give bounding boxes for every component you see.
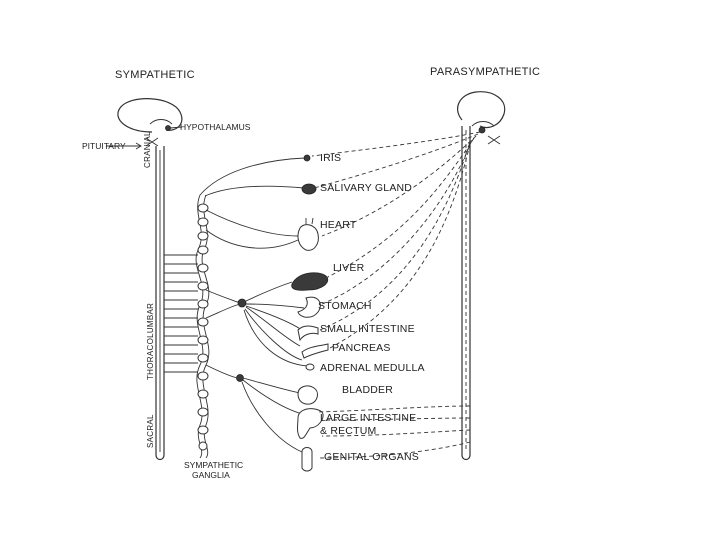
organ-label-genital-organs: GENITAL ORGANS <box>324 451 419 463</box>
organ-label-rectum: & RECTUM <box>320 425 376 437</box>
ganglia-label-line1: SYMPATHETIC <box>184 460 243 470</box>
sympathetic-fibers <box>199 157 309 453</box>
parasympathetic-brain-outline <box>457 91 506 145</box>
adrenal-medulla-shape <box>305 363 315 371</box>
organ-shapes <box>291 154 329 472</box>
stomach-shape <box>297 296 321 318</box>
parasympathetic-cranial-nucleus <box>478 126 486 134</box>
sympathetic-heading: SYMPATHETIC <box>115 69 195 81</box>
organ-label-small-intestine: SMALL INTESTINE <box>320 323 415 335</box>
thoracolumbar-label: THORACOLUMBAR <box>146 303 155 380</box>
hypothalamus-label: HYPOTHALAMUS <box>180 122 251 132</box>
bladder-shape <box>297 385 318 405</box>
hypothalamus-pointer <box>169 126 183 129</box>
organ-label-salivary-gland: SALIVARY GLAND <box>320 182 412 194</box>
hypothalamus-node <box>165 125 171 131</box>
celiac-ganglion-node <box>237 298 247 308</box>
pituitary-marker <box>106 137 159 150</box>
organ-label-adrenal-medulla: ADRENAL MEDULLA <box>320 362 425 374</box>
sympathetic-brain-outline <box>117 98 183 133</box>
organ-label-bladder: BLADDER <box>342 384 393 396</box>
organ-label-liver: LIVER <box>333 262 365 274</box>
thoracolumbar-connections <box>164 254 198 373</box>
parasympathetic-heading: PARASYMPATHETIC <box>430 66 540 78</box>
pancreas-shape <box>301 343 329 359</box>
sacral-label: SACRAL <box>146 414 155 448</box>
salivary-gland-shape <box>301 183 317 195</box>
liver-shape <box>291 272 329 291</box>
organ-label-large-intestine: LARGE INTESTINE <box>320 412 416 424</box>
organ-label-iris: IRIS <box>320 152 341 164</box>
heart-shape <box>297 224 319 251</box>
ganglia-label-line2: GANGLIA <box>192 470 230 480</box>
sympathetic-ganglia-chain <box>195 194 210 459</box>
parasympathetic-fibers <box>311 131 481 459</box>
iris-shape <box>303 154 311 162</box>
pituitary-label: PITUITARY <box>82 141 126 151</box>
cranial-label: CRANIAL <box>143 131 152 168</box>
organ-label-pancreas: PANCREAS <box>332 342 391 354</box>
genital-organs-shape <box>301 447 313 472</box>
small-intestine-shape <box>297 325 319 342</box>
mesenteric-ganglion-node <box>236 374 244 382</box>
organ-label-heart: HEART <box>320 219 357 231</box>
large-intestine-shape <box>297 408 324 439</box>
